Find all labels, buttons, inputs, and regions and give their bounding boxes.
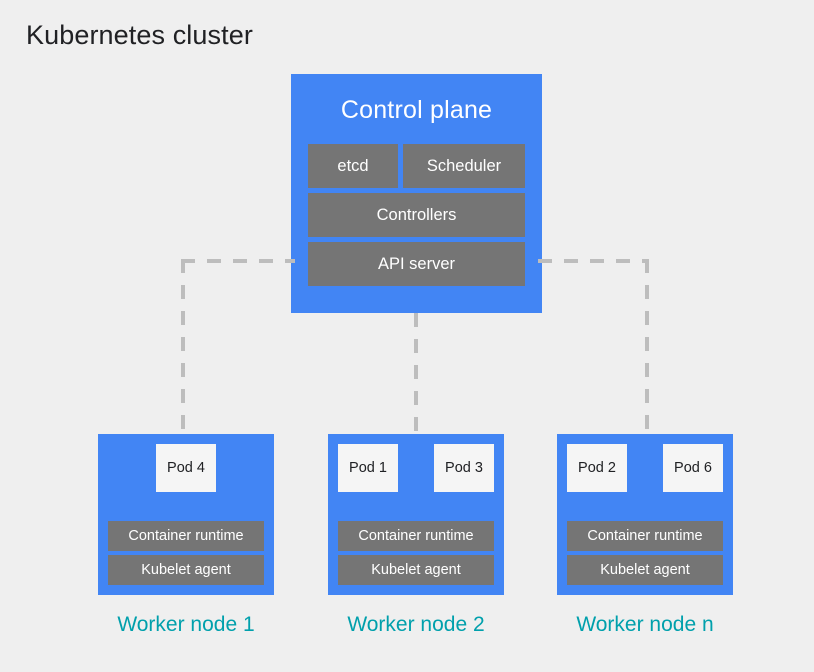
pod-box: Pod 6: [663, 444, 723, 492]
control-plane-component-controllers: Controllers: [308, 193, 525, 237]
page-title: Kubernetes cluster: [26, 20, 253, 50]
pod-box: Pod 3: [434, 444, 494, 492]
pod-box: Pod 1: [338, 444, 398, 492]
control-plane-component-api-server: API server: [308, 242, 525, 286]
pod-box: Pod 4: [156, 444, 216, 492]
worker-node-1-box: Pod 4 Container runtime Kubelet agent: [98, 434, 274, 595]
worker-node-2-box: Pod 1 Pod 3 Container runtime Kubelet ag…: [328, 434, 504, 595]
worker-node-n-pods: Pod 2 Pod 6: [567, 444, 723, 492]
worker-node-n-caption: Worker node n: [576, 613, 714, 636]
control-plane-title: Control plane: [340, 96, 493, 124]
worker-node-2-container-runtime: Container runtime: [338, 521, 494, 551]
connector-api-server-to-worker-node-1-horizontal: [181, 259, 295, 263]
worker-node-1-pods: Pod 4: [108, 444, 264, 492]
worker-node-1-kubelet-agent: Kubelet agent: [108, 555, 264, 585]
worker-node-n-box: Pod 2 Pod 6 Container runtime Kubelet ag…: [557, 434, 733, 595]
worker-node-n-container-runtime: Container runtime: [567, 521, 723, 551]
connector-api-server-to-worker-node-n-horizontal: [538, 259, 649, 263]
worker-node-1-container-runtime: Container runtime: [108, 521, 264, 551]
worker-node-2-caption: Worker node 2: [347, 613, 485, 636]
worker-node-2-kubelet-agent: Kubelet agent: [338, 555, 494, 585]
pod-box: Pod 2: [567, 444, 627, 492]
worker-node-2-pods: Pod 1 Pod 3: [338, 444, 494, 492]
control-plane-box: Control plane etcd Scheduler Controllers…: [291, 74, 542, 313]
control-plane-component-etcd: etcd: [308, 144, 398, 188]
control-plane-component-scheduler: Scheduler: [403, 144, 525, 188]
connector-api-server-to-worker-node-1-vertical: [181, 259, 185, 437]
connector-control-plane-to-worker-node-2: [414, 313, 418, 437]
connector-api-server-to-worker-node-n-vertical: [645, 259, 649, 437]
worker-node-n-kubelet-agent: Kubelet agent: [567, 555, 723, 585]
worker-node-1-caption: Worker node 1: [117, 613, 255, 636]
